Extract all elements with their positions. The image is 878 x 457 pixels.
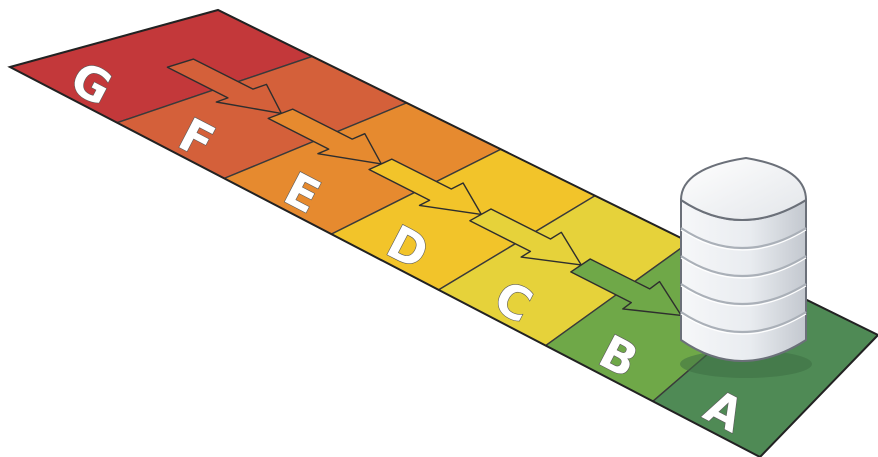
building-roof <box>681 158 806 220</box>
building-wall <box>681 200 806 361</box>
building-icon <box>680 158 812 378</box>
